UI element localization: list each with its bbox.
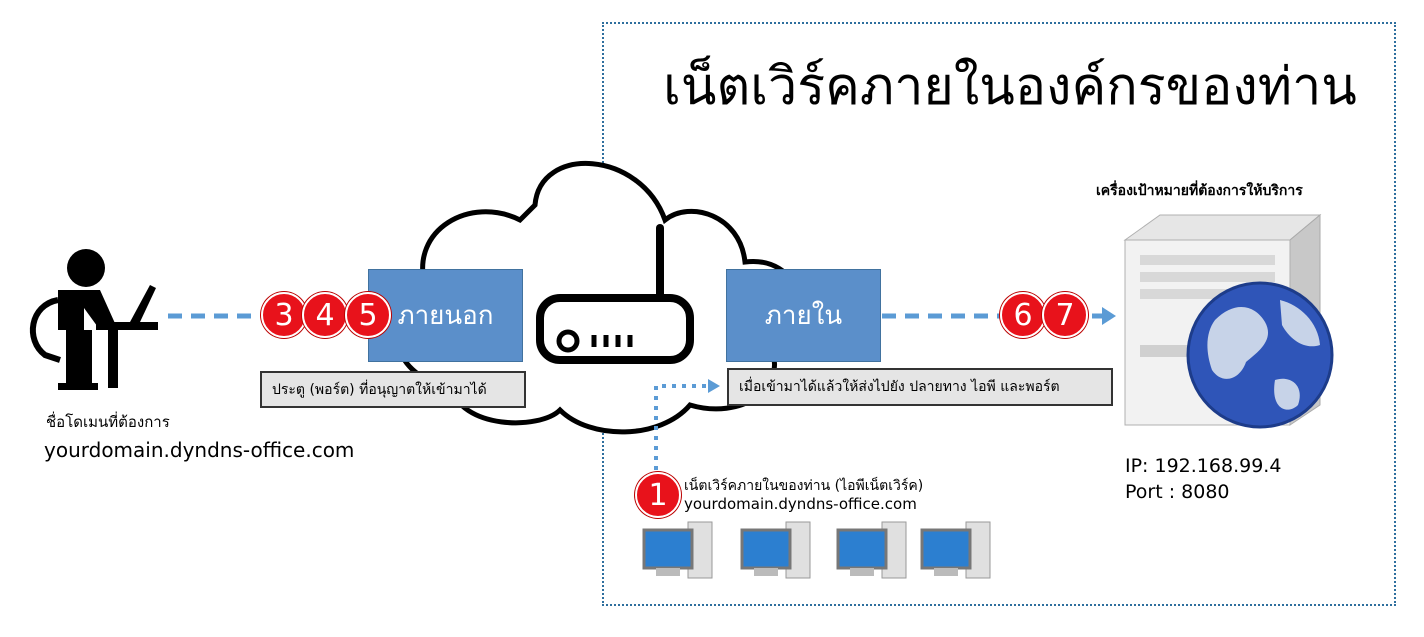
desktop-computer-icon (836, 521, 907, 579)
desktop-computer-icon (642, 521, 713, 579)
step-badge-6: 6 (1000, 292, 1046, 338)
server-port: Port : 8080 (1125, 481, 1230, 503)
connector-lan-to-router (654, 384, 708, 470)
desktop-computer-icon (920, 521, 991, 579)
internal-note: เมื่อเข้ามาได้แล้วให้ส่งไปยัง ปลายทาง ไอ… (727, 368, 1113, 406)
desktop-computer-icon (740, 521, 811, 579)
step-badge-4: 4 (302, 292, 348, 338)
server-globe-icon (1123, 213, 1334, 429)
external-box: ภายนอก (368, 269, 523, 362)
arrow-head-icon (708, 379, 720, 393)
arrow-head-icon (1102, 307, 1116, 325)
internal-box: ภายใน (726, 269, 881, 362)
lan-domain: yourdomain.dyndns-office.com (684, 495, 917, 513)
external-note: ประตู (พอร์ต) ที่อนุญาตให้เข้ามาได้ (260, 371, 526, 408)
user-at-laptop-icon (29, 249, 158, 390)
step-badge-7: 7 (1042, 292, 1088, 338)
lan-caption: เน็ตเวิร์คภายในของท่าน (ไอพีเน็ตเวิร์ค) (684, 478, 924, 494)
user-domain: yourdomain.dyndns-office.com (44, 438, 355, 462)
user-caption: ชื่อโดเมนที่ต้องการ (46, 413, 170, 431)
step-badge-1: 1 (635, 472, 681, 518)
page-title: เน็ตเวิร์คภายในองค์กรของท่าน (663, 57, 1357, 117)
step-badge-3: 3 (261, 292, 307, 338)
router-icon (536, 224, 694, 364)
step-badge-5: 5 (345, 292, 391, 338)
target-server-label: เครื่องเป้าหมายที่ต้องการให้บริการ (1096, 183, 1303, 199)
server-ip: IP: 192.168.99.4 (1125, 455, 1282, 477)
